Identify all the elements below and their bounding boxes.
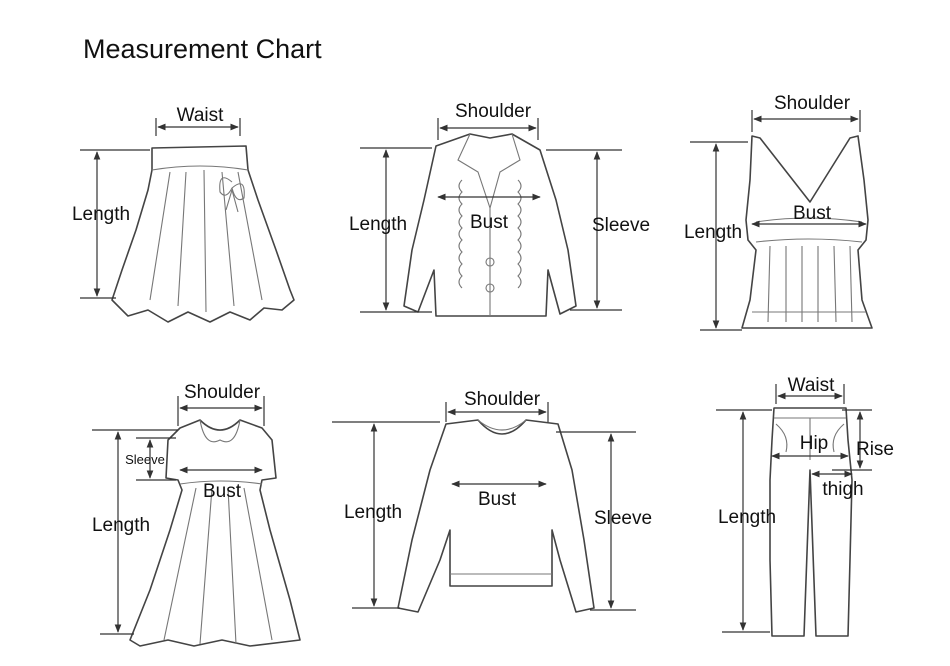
chart-title: Measurement Chart bbox=[83, 34, 322, 64]
dress-skirt-folds bbox=[163, 487, 273, 645]
dress-bust-label: Bust bbox=[203, 481, 242, 502]
skirt-folds bbox=[149, 169, 263, 313]
skirt-waistband bbox=[151, 165, 249, 171]
sweater-neckline bbox=[477, 419, 527, 431]
skirt-diagram: Waist Length bbox=[72, 105, 295, 323]
dress-outline bbox=[129, 419, 301, 647]
dress-length-label: Length bbox=[92, 515, 150, 536]
dress-diagram: Shoulder Sleeve Bust Length bbox=[92, 382, 301, 647]
camisole-pleats bbox=[752, 245, 866, 323]
sweater-diagram: Shoulder Bust Length Sleeve bbox=[332, 389, 652, 613]
jacket-diagram: Shoulder Bust Length Sleeve bbox=[349, 101, 650, 317]
camisole-length-label: Length bbox=[684, 222, 742, 243]
skirt-length-label: Length bbox=[72, 204, 130, 225]
sweater-length-label: Length bbox=[344, 502, 402, 523]
sweater-shoulder-label: Shoulder bbox=[464, 389, 541, 410]
jacket-length-label: Length bbox=[349, 214, 407, 235]
dress-waist-seam bbox=[179, 480, 263, 485]
jacket-outline bbox=[403, 133, 577, 317]
skirt-outline bbox=[111, 145, 295, 323]
camisole-diagram: Shoulder Bust Length bbox=[684, 93, 873, 331]
dress-shoulder-label: Shoulder bbox=[184, 382, 261, 403]
camisole-shoulder-label: Shoulder bbox=[774, 93, 851, 114]
sweater-bust-label: Bust bbox=[478, 489, 517, 510]
sweater-outline bbox=[397, 419, 595, 613]
pants-outline bbox=[769, 407, 853, 637]
pants-pockets bbox=[775, 423, 845, 453]
camisole-outline bbox=[741, 135, 873, 329]
pants-thigh-label: thigh bbox=[822, 479, 863, 500]
skirt-bow bbox=[219, 177, 245, 213]
pants-rise-label: Rise bbox=[856, 439, 894, 460]
dress-collar bbox=[199, 419, 241, 443]
jacket-bust-label: Bust bbox=[470, 212, 509, 233]
jacket-lapels bbox=[457, 133, 521, 316]
camisole-bust-label: Bust bbox=[793, 203, 832, 224]
pants-hip-label: Hip bbox=[800, 433, 829, 454]
skirt-waist-label: Waist bbox=[177, 105, 225, 126]
jacket-sleeve-label: Sleeve bbox=[592, 215, 650, 236]
dress-sleeve-label: Sleeve bbox=[125, 452, 165, 467]
camisole-waistband bbox=[755, 217, 863, 243]
pants-waist-label: Waist bbox=[788, 375, 836, 396]
pants-length-label: Length bbox=[718, 507, 776, 528]
jacket-shoulder-label: Shoulder bbox=[455, 101, 532, 122]
sweater-sleeve-label: Sleeve bbox=[594, 508, 652, 529]
pants-diagram: Waist Hip Rise thigh Length bbox=[716, 375, 894, 637]
